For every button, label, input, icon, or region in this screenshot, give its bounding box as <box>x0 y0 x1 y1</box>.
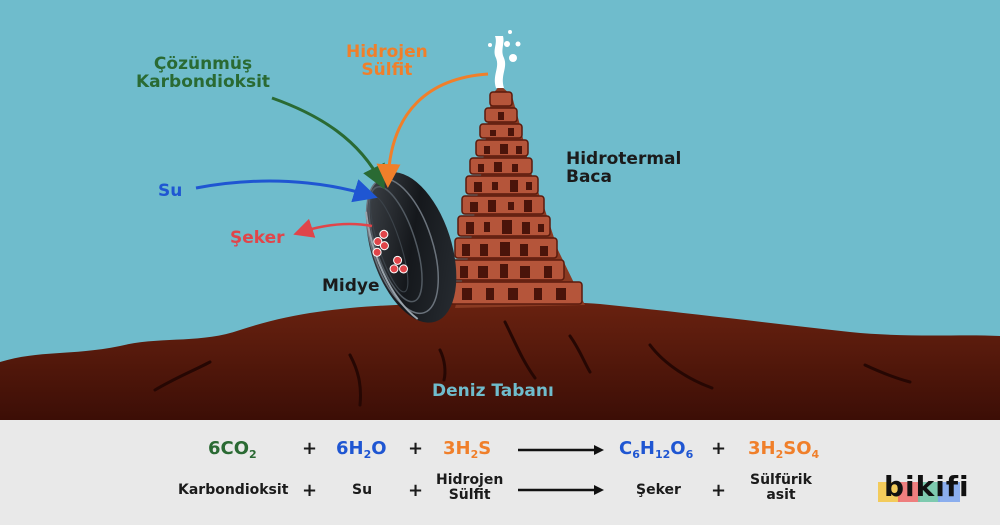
reaction-arrow <box>518 445 604 455</box>
plus-sign: + <box>302 480 318 501</box>
word-line: Sülfit <box>448 487 491 504</box>
label-line: Sülfit <box>361 59 413 80</box>
word-co2: Karbondioksit <box>178 482 289 498</box>
plus-sign: + <box>408 438 424 459</box>
label-line: Hidrojen <box>346 42 428 62</box>
formula-glucose: C6H12O6 <box>619 438 694 461</box>
logo-color-bars <box>878 482 960 502</box>
illustration <box>0 30 1000 420</box>
seafloor <box>0 300 1000 420</box>
seafloor-cracks <box>153 320 912 407</box>
water-arrow <box>195 179 378 203</box>
label-line: Baca <box>566 166 612 187</box>
equation-panel: 6CO2 + 6H2O + 3H2S C6H12O6 + 3H2SO4 Karb… <box>0 420 1000 525</box>
label-mussel: Midye <box>322 276 380 296</box>
vent-plume <box>488 30 521 88</box>
word-water: Su <box>352 482 373 498</box>
sugar-dots <box>372 229 409 274</box>
label-water: Su <box>158 181 183 201</box>
plus-sign: + <box>302 438 318 459</box>
label-line: Karbondioksit <box>136 71 271 92</box>
word-line: Sülfürik <box>750 472 812 488</box>
formula-sulfuric-acid: 3H2SO4 <box>748 438 820 461</box>
plus-sign: + <box>711 480 727 501</box>
formula-hydrogen-sulfide: 3H2S <box>443 438 492 461</box>
bikifi-logo: bikifi <box>868 468 978 508</box>
logo-text: bikifi <box>884 470 970 503</box>
word-line: asit <box>766 487 796 504</box>
h2s-arrow <box>376 72 489 188</box>
plus-sign: + <box>711 438 727 459</box>
plus-sign: + <box>408 480 424 501</box>
word-line: Hidrojen <box>436 472 504 488</box>
formula-water: 6H2O <box>336 438 387 461</box>
formula-co2: 6CO2 <box>208 438 257 461</box>
label-dissolved-co2: Çözünmüş Karbondioksit <box>136 54 271 92</box>
label-hydrothermal-vent: Hidrotermal Baca <box>566 149 682 187</box>
sugar-arrow <box>293 218 373 238</box>
label-sugar: Şeker <box>230 228 285 248</box>
reaction-arrow <box>518 485 604 495</box>
word-hydrogen-sulfide: Hidrojen Sülfit <box>436 472 504 504</box>
hydrothermal-vent <box>449 30 585 308</box>
label-seafloor: Deniz Tabanı <box>432 381 554 401</box>
word-glucose: Şeker <box>636 482 681 498</box>
label-hydrogen-sulfide: Hidrojen Sülfit <box>346 42 428 80</box>
label-line: Hidrotermal <box>566 149 682 169</box>
co2-arrow <box>271 96 385 190</box>
label-line: Çözünmüş <box>153 54 253 74</box>
word-sulfuric-acid: Sülfürik asit <box>750 472 812 504</box>
